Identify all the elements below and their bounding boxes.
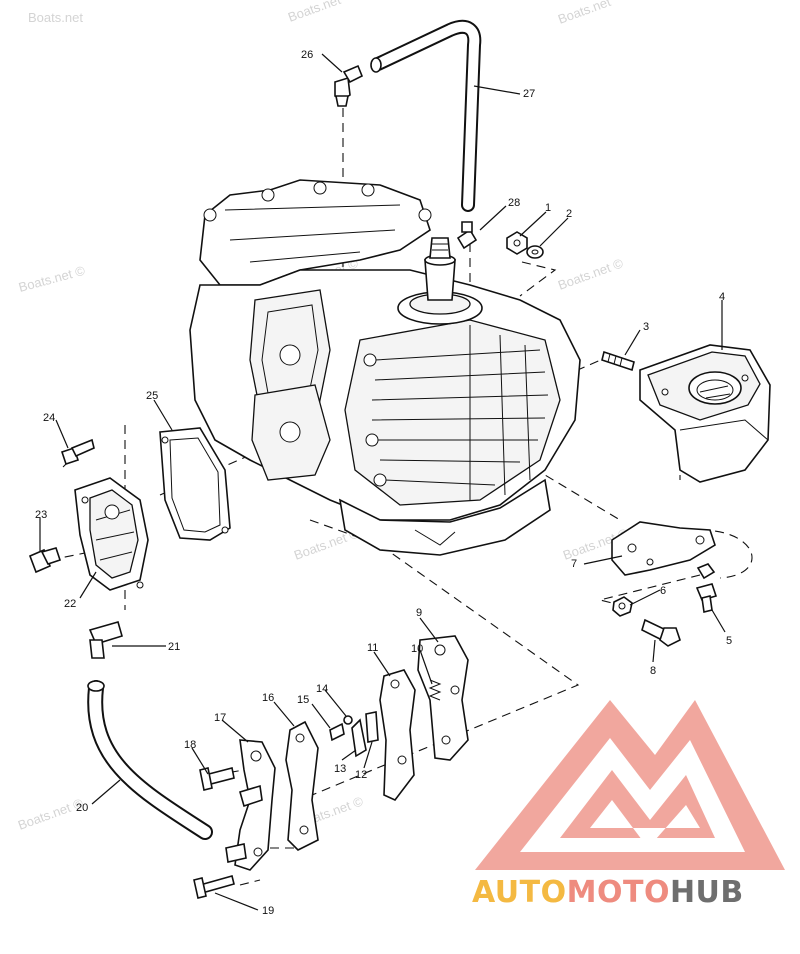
callout-25: 25 [146,390,158,402]
part-8-bolt [641,618,681,647]
callout-18: 18 [184,739,196,751]
leader-lines [39,53,726,911]
part-14-washer [343,715,353,725]
callout-labels: 1 2 3 4 5 6 7 8 9 10 11 12 13 14 15 16 1… [35,49,732,917]
part-24-bolt [60,438,95,466]
watermark: Boats.net © [556,255,626,293]
callout-2: 2 [566,208,572,220]
part-25-gasket [159,427,231,541]
callout-5: 5 [726,635,732,647]
part-13-clip [351,718,367,758]
watermark: Boats.net [286,0,343,25]
part-12-clip [365,711,379,743]
callout-26: 26 [301,49,313,61]
part-6-nut [612,563,716,617]
callout-11: 11 [367,642,378,654]
logo-text-auto: AUTO [472,875,567,910]
part-27-water-hose [370,19,482,212]
logo-text-moto: MOTO [567,875,670,910]
part-21-fitting [88,621,123,659]
callout-23: 23 [35,509,47,521]
svg-text:AUTOMOTOHUB: AUTOMOTOHUB [472,875,744,910]
powerhead-block [189,179,581,556]
callout-3: 3 [643,321,649,333]
callout-14: 14 [316,683,328,695]
part-23-elbow [28,547,62,574]
callout-13: 13 [334,763,346,775]
part-2-washer [526,245,544,259]
callout-7: 7 [571,558,577,570]
part-11-plate [379,669,416,801]
callout-17: 17 [214,712,226,724]
callout-10: 10 [411,643,423,655]
part-9-link-plate [417,635,469,761]
callout-20: 20 [76,802,88,814]
callout-4: 4 [719,291,725,303]
callout-8: 8 [650,665,656,677]
part-10-spring [428,679,442,701]
callout-19: 19 [262,905,274,917]
logo-text-hub: HUB [670,875,744,910]
callout-24: 24 [43,412,55,424]
part-20-hose [87,680,213,840]
part-22-cover [74,477,149,591]
callout-15: 15 [297,694,309,706]
watermark: Boats.net © [16,795,86,833]
automotohub-logo: AUTOMOTOHUB [472,700,785,910]
part-15-screw [329,722,345,742]
watermark: Boats.net © [17,263,87,295]
part-7-bracket-plate [611,521,716,576]
part-18-bolt [199,767,235,791]
callout-27: 27 [523,88,535,100]
callout-21: 21 [168,641,180,653]
callout-22: 22 [64,598,76,610]
callout-16: 16 [262,692,274,704]
callout-28: 28 [508,197,520,209]
watermark: Boats.net [556,0,613,27]
callout-12: 12 [355,769,367,781]
callout-6: 6 [660,585,666,597]
part-19-screw [193,875,235,899]
part-5-bolt [695,583,718,613]
part-1-nut [506,231,528,255]
watermark: Boats.net [28,10,83,25]
part-3-stud [601,350,635,372]
callout-1: 1 [545,202,551,214]
callout-9: 9 [416,607,422,619]
part-26-elbow-fitting [334,64,364,107]
part-28-fitting [456,221,478,250]
part-4-housing [639,344,771,483]
part-16-plate [285,720,319,851]
part-17-lever [225,739,276,871]
